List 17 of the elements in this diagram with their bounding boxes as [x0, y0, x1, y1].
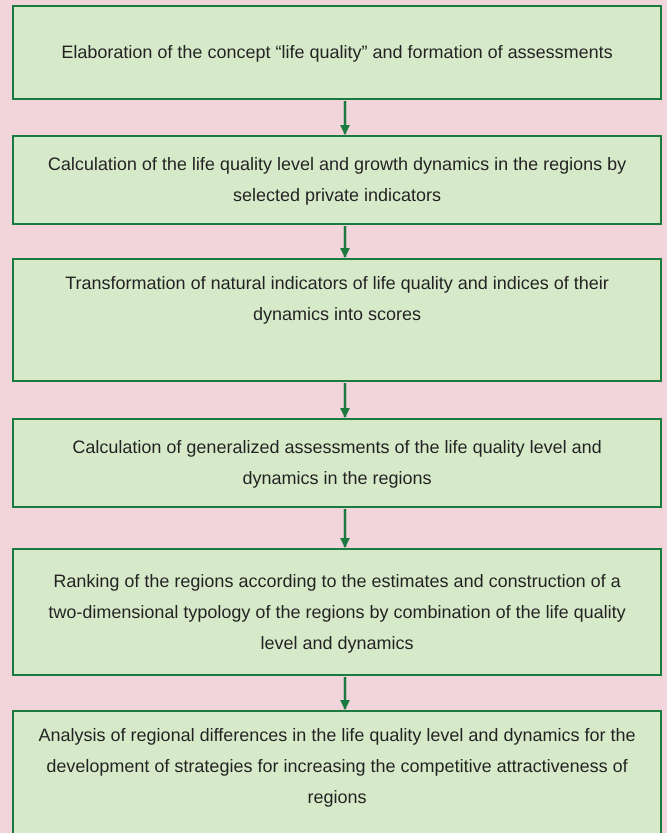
process-box	[12, 418, 662, 508]
step-text: Calculation of the life quality level and growth dynamics in the regions by selected private indicators	[46, 153, 628, 207]
process-box	[12, 548, 662, 676]
arrow	[340, 383, 350, 418]
step-text: Transformation of natural indicators of life quality and indices of their dynamics into scores	[64, 272, 610, 326]
step-text: Ranking of the regions according to the estimates and construction of a two-dimensional typology of the regions by combination of the life quality level and dynamics	[47, 570, 627, 655]
arrow	[340, 677, 350, 710]
step-text: Elaboration of the concept “life quality” and formation of assessments	[61, 41, 613, 64]
step-text: Calculation of generalized assessments of the life quality level and dynamics in the regions	[71, 436, 603, 490]
process-box	[12, 5, 662, 100]
process-box	[12, 710, 662, 833]
process-box	[12, 135, 662, 225]
arrow	[340, 509, 350, 548]
arrow	[340, 101, 350, 135]
process-box	[12, 258, 662, 382]
step-text: Analysis of regional differences in the life quality level and dynamics for the development of strategies for increasing the competitive attractiveness of regions	[38, 724, 636, 809]
arrow	[340, 226, 350, 258]
